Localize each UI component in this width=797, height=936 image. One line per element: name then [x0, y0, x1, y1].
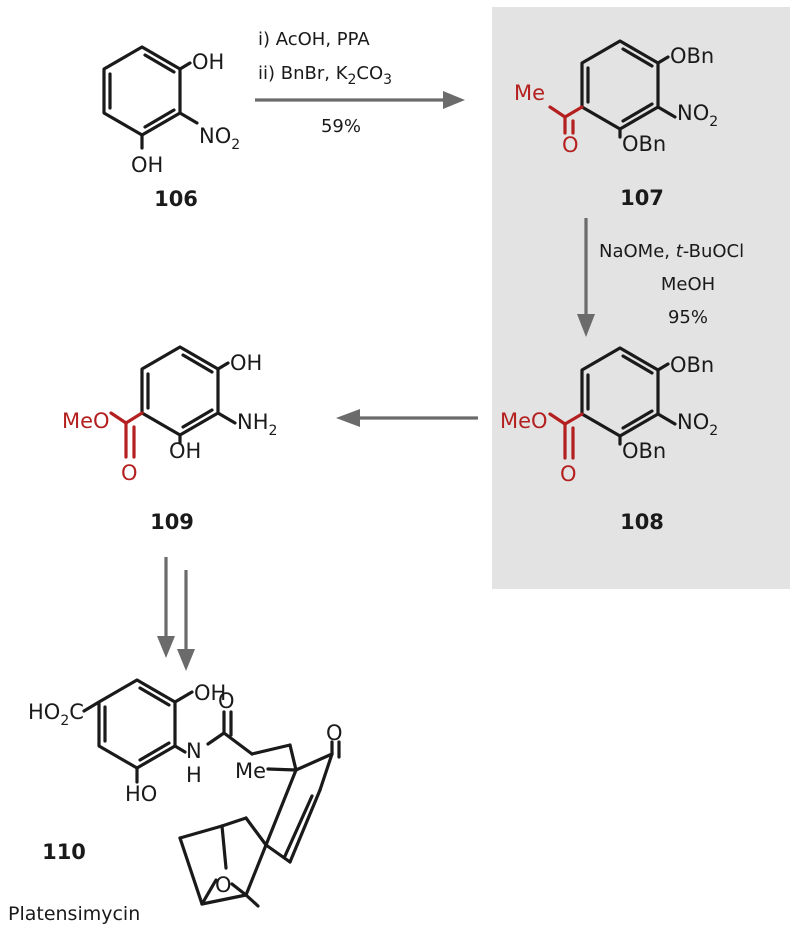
highlight-box — [492, 7, 790, 589]
atom-o-109: O — [121, 461, 138, 485]
atom-meo-109: MeO — [62, 409, 110, 433]
arrow-106-107: i) AcOH, PPA ii) BnBr, K2CO3 59% — [255, 29, 465, 137]
atom-oh-106b: OH — [131, 153, 163, 177]
cond-1-line1: i) AcOH, PPA — [258, 29, 370, 50]
arrow-107-108: NaOMe, t-BuOCl MeOH 95% — [577, 218, 744, 337]
atom-obn-108b: OBn — [622, 439, 666, 463]
atom-oh-106a: OH — [192, 50, 224, 74]
label-110: 110 — [42, 840, 86, 864]
atom-no2-108: NO2 — [677, 410, 718, 439]
label-106: 106 — [154, 187, 198, 211]
arrow-108-109 — [336, 409, 478, 427]
atom-o-110-carbonyl: O — [218, 689, 235, 713]
atom-oh-109b: OH — [169, 439, 201, 463]
atom-no2-107: NO2 — [677, 101, 718, 130]
compound-110: OH O O HO2C HO N H Me O 110 Platensimyci… — [8, 678, 343, 925]
atom-n-110: N — [186, 739, 202, 763]
atom-obn-108a: OBn — [670, 353, 714, 377]
atom-ho2c-110: HO2C — [28, 700, 84, 729]
atom-oh-110: OH — [194, 681, 226, 705]
label-107: 107 — [620, 186, 664, 210]
cond-2-line2: MeOH — [661, 274, 715, 295]
product-name: Platensimycin — [8, 903, 140, 925]
atom-o-110-ether: O — [215, 873, 232, 897]
atom-me-110: Me — [235, 759, 266, 783]
atom-meo-108: MeO — [500, 409, 548, 433]
compound-106: OH NO2 OH 106 — [102, 45, 240, 211]
cond-1-line2: ii) BnBr, K2CO3 — [258, 63, 392, 88]
compound-107: OBn NO2 OBn Me O 107 — [514, 39, 718, 210]
cond-2-yield: 95% — [668, 307, 708, 328]
label-108: 108 — [620, 510, 664, 534]
atom-o-108: O — [560, 462, 577, 486]
atom-oh-109a: OH — [230, 351, 262, 375]
atom-h-110: H — [186, 763, 202, 787]
atom-o-110-ketone: O — [326, 721, 343, 745]
compound-109: OH NH2 OH MeO O 109 — [62, 345, 277, 534]
cond-2-line1: NaOMe, t-BuOCl — [599, 241, 744, 262]
atom-obn-107a: OBn — [670, 44, 714, 68]
atom-no2-106: NO2 — [199, 124, 240, 153]
label-109: 109 — [150, 510, 194, 534]
atom-ho-110: HO — [125, 782, 157, 806]
atom-nh2-109: NH2 — [237, 410, 277, 439]
cond-1-yield: 59% — [321, 116, 361, 137]
compound-108: OBn NO2 OBn MeO O 108 — [500, 346, 718, 534]
atom-me-107: Me — [514, 81, 545, 105]
arrow-109-110 — [157, 557, 195, 671]
atom-o-107: O — [562, 133, 579, 157]
atom-obn-107b: OBn — [622, 132, 666, 156]
